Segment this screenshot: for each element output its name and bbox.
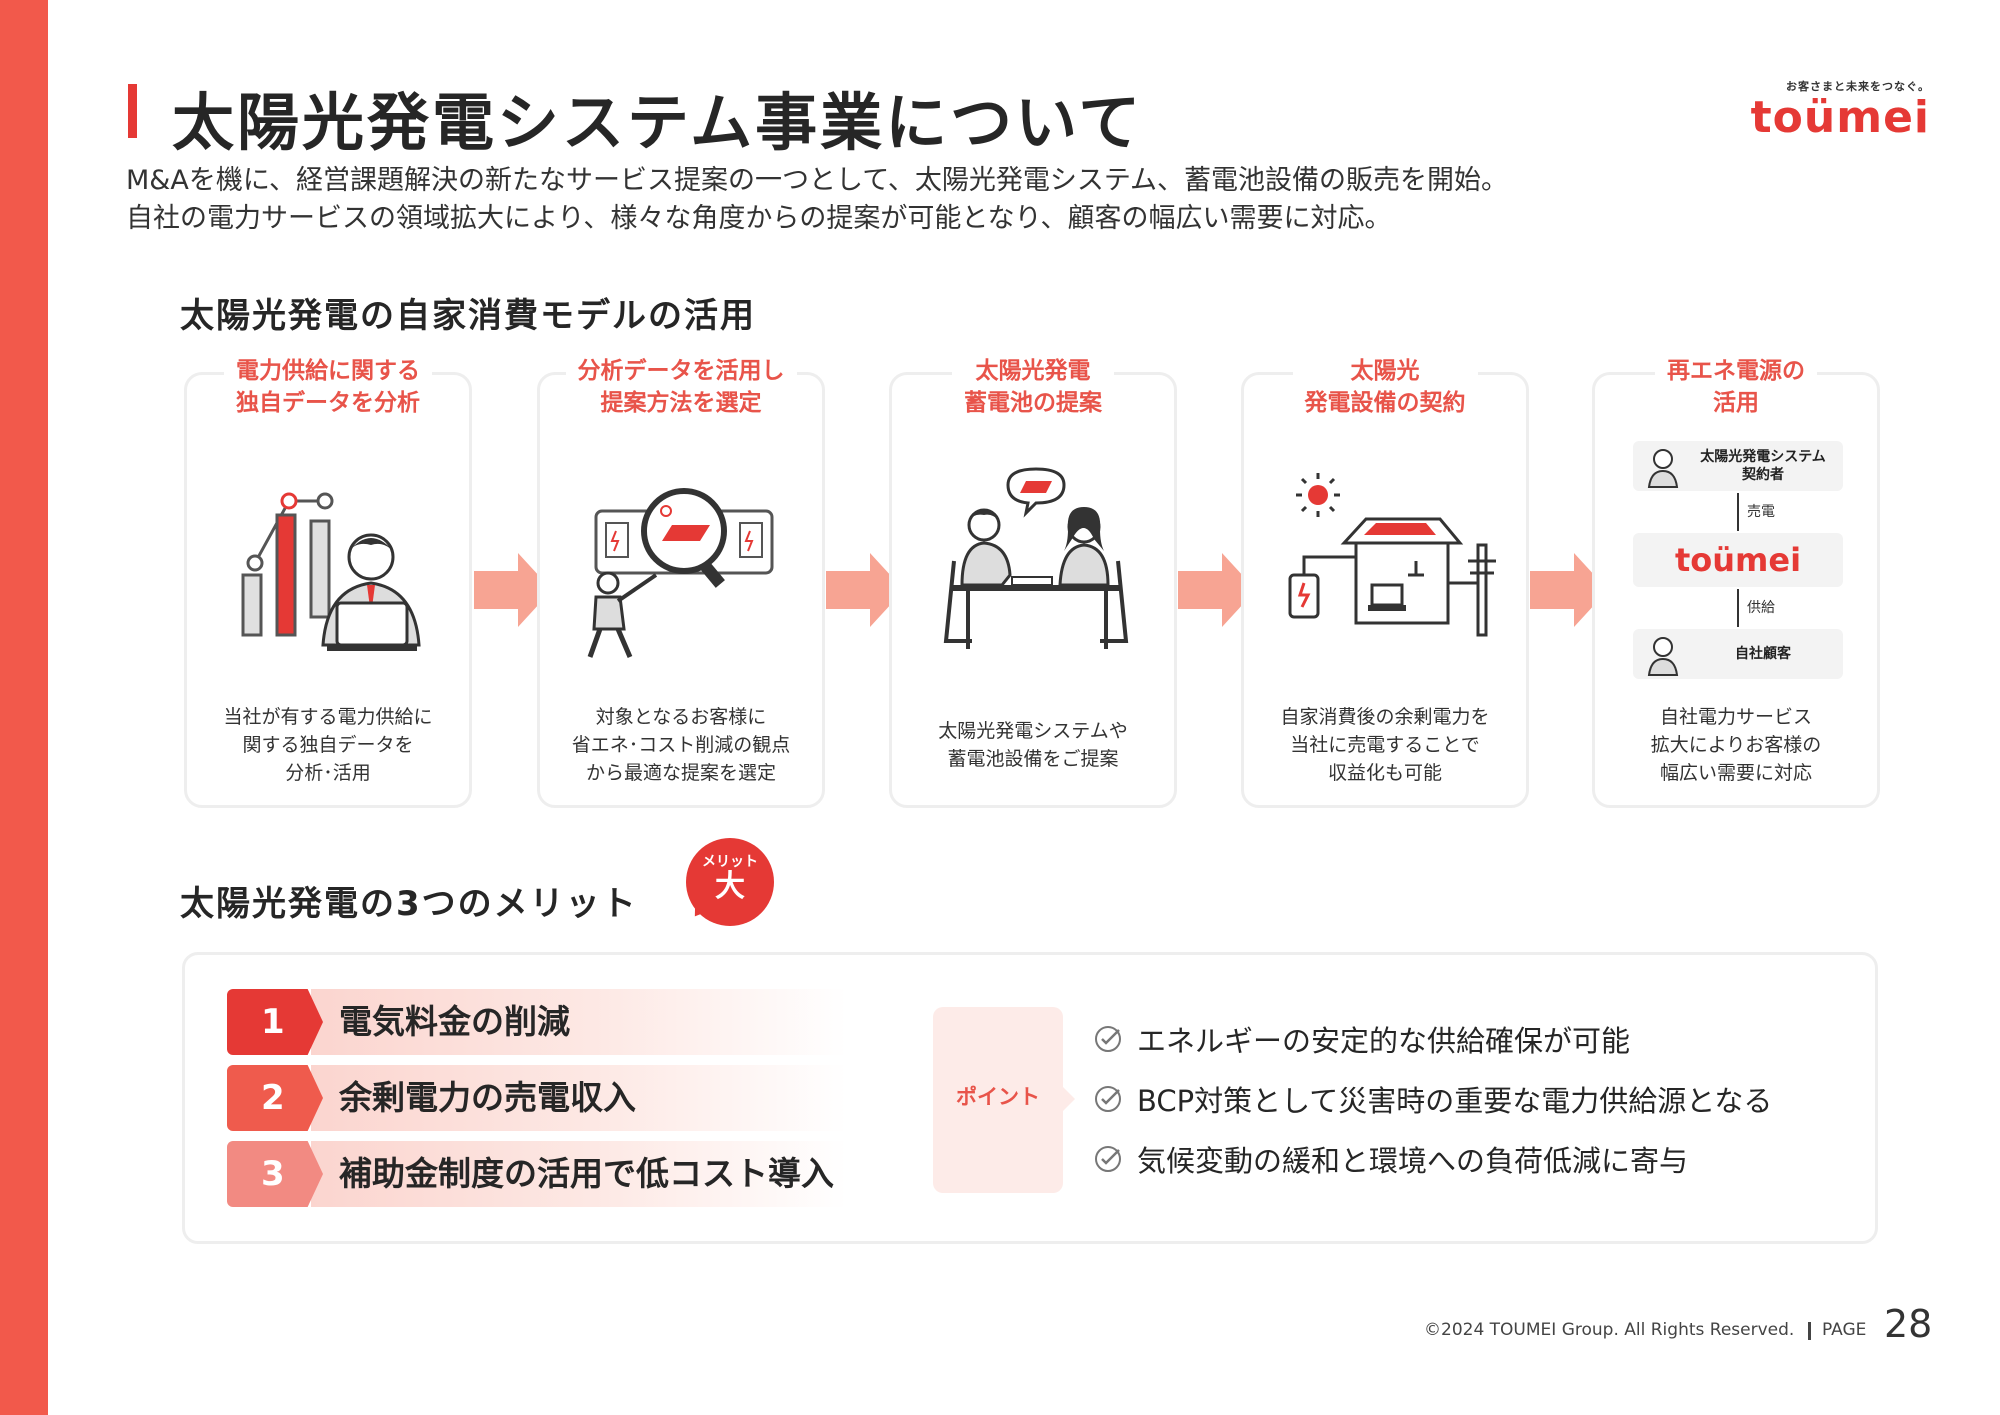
- intro-line-1: M&Aを機に、経営課題解決の新たなサービス提案の一つとして、太陽光発電システム、…: [126, 165, 1509, 196]
- point-label-box: ポイント: [933, 1007, 1063, 1193]
- card-title: 太陽光発電 蓄電池の提案: [952, 355, 1114, 419]
- page-number: 28: [1884, 1302, 1933, 1346]
- merit-bar: [311, 989, 847, 1055]
- flow-arrow-3: [1178, 553, 1256, 627]
- merit-text: 電気料金の削減: [339, 1002, 570, 1041]
- merit-number: 3: [227, 1141, 323, 1207]
- flow-arrow-2: [826, 553, 904, 627]
- model-card-3: 太陽光発電 蓄電池の提案 太陽光発電システムや 蓄電池設備をご提案: [889, 355, 1177, 808]
- merit-number: 2: [227, 1065, 323, 1131]
- left-accent-bar: [0, 0, 48, 1415]
- merit-item-3: 3 補助金制度の活用で低コスト導入: [227, 1141, 847, 1207]
- flow-connector: [1737, 589, 1739, 627]
- badge-big-text: 大: [715, 869, 745, 904]
- model-section-title: 太陽光発電の自家消費モデルの活用: [180, 296, 756, 336]
- company-logo: お客さまと未来をつなぐ。 toümei: [1740, 78, 1930, 142]
- merit-number: 1: [227, 989, 323, 1055]
- point-item-1: エネルギーの安定的な供給確保が可能: [1093, 1019, 1630, 1059]
- page-title: 太陽光発電システム事業について: [172, 86, 1144, 159]
- flow-arrow-4: [1530, 553, 1608, 627]
- point-text: BCP対策として災害時の重要な電力供給源となる: [1137, 1084, 1773, 1118]
- merit-item-2: 2 余剰電力の売電収入: [227, 1065, 847, 1131]
- point-text: エネルギーの安定的な供給確保が可能: [1137, 1024, 1631, 1058]
- point-label: ポイント: [956, 1085, 1040, 1109]
- footer-divider: [1808, 1322, 1811, 1340]
- card-description: 対象となるお客様に 省エネ･コスト削減の観点 から最適な提案を選定: [571, 706, 791, 784]
- intro-line-2: 自社の電力サービスの領域拡大により、様々な角度からの提案が可能となり、顧客の幅広…: [126, 203, 1392, 234]
- model-card-2: 分析データを活用し 提案方法を選定 対象となるお客様に 省エネ･コスト削減の観点…: [537, 355, 825, 808]
- search-analysis-illustration: [587, 488, 774, 658]
- card-description: 太陽光発電システムや 蓄電池設備をご提案: [938, 720, 1128, 770]
- contractor-label: 太陽光発電システム 契約者: [1700, 449, 1826, 483]
- supply-label: 供給: [1747, 600, 1775, 616]
- merit-bar: [311, 1141, 847, 1207]
- logo-tagline: お客さまと未来をつなぐ。: [1786, 80, 1930, 93]
- point-label-tip: [1063, 1087, 1075, 1111]
- merit-text: 補助金制度の活用で低コスト導入: [339, 1154, 834, 1193]
- title-marker: [128, 84, 137, 138]
- model-card-1: 電力供給に関する 独自データを分析 当社が有する電力供給に 関する独自データを …: [184, 355, 472, 808]
- data-analysis-illustration: [241, 492, 421, 651]
- logo-wordmark: toümei: [1750, 92, 1930, 143]
- check-circle-icon: [1095, 1086, 1121, 1112]
- merit-badge: メリット 大: [686, 838, 774, 926]
- merit-item-1: 1 電気料金の削減: [227, 989, 847, 1055]
- card-description: 当社が有する電力供給に 関する独自データを 分析･活用: [223, 706, 433, 784]
- merit-panel: 1 電気料金の削減 2 余剰電力の売電収入 3 補助金制度の活用で低コスト導入 …: [182, 952, 1878, 1244]
- consultation-illustration: [943, 467, 1129, 649]
- point-item-3: 気候変動の緩和と環境への負荷低減に寄与: [1093, 1139, 1688, 1179]
- merit-bar: [311, 1065, 847, 1131]
- intro-text: M&Aを機に、経営課題解決の新たなサービス提案の一つとして、太陽光発電システム、…: [126, 162, 1508, 238]
- card-title: 再エネ電源の 活用: [1655, 355, 1817, 419]
- card-description: 自家消費後の余剰電力を 当社に売電することで 収益化も可能: [1280, 706, 1490, 784]
- sell-label: 売電: [1747, 504, 1775, 520]
- flow-company-logo: toümei: [1633, 533, 1843, 587]
- flow-arrow-1: [474, 553, 552, 627]
- check-circle-icon: [1095, 1146, 1121, 1172]
- page-label: PAGE: [1822, 1320, 1867, 1340]
- copyright: ©2024 TOUMEI Group. All Rights Reserved.: [1424, 1320, 1795, 1340]
- model-card-4: 太陽光 発電設備の契約 自家消費後の余剰電力を 当社に売電することで 収益化も可…: [1241, 355, 1529, 808]
- flow-connector: [1737, 493, 1739, 531]
- person-icon: [1647, 637, 1679, 676]
- customer-label: 自社顧客: [1735, 646, 1791, 662]
- check-circle-icon: [1095, 1026, 1121, 1052]
- person-icon: [1647, 449, 1679, 488]
- merit-text: 余剰電力の売電収入: [339, 1078, 636, 1117]
- card-title: 太陽光 発電設備の契約: [1292, 355, 1478, 419]
- point-item-2: BCP対策として災害時の重要な電力供給源となる: [1093, 1079, 1772, 1119]
- contractor-box: 太陽光発電システム 契約者: [1633, 441, 1843, 491]
- card-description: 自社電力サービス 拡大によりお客様の 幅広い需要に対応: [1650, 706, 1822, 784]
- card-title: 電力供給に関する 独自データを分析: [224, 355, 432, 419]
- card-title: 分析データを活用し 提案方法を選定: [565, 355, 797, 419]
- customer-box: 自社顧客: [1633, 629, 1843, 679]
- merit-section-title: 太陽光発電の3つのメリット: [180, 884, 638, 924]
- model-card-5: 再エネ電源の 活用 太陽光発電システム 契約者 売電 toümei 供給 自社顧…: [1592, 355, 1880, 808]
- badge-small-text: メリット: [702, 854, 758, 870]
- point-text: 気候変動の緩和と環境への負荷低減に寄与: [1137, 1144, 1689, 1178]
- solar-house-illustration: [1288, 473, 1496, 637]
